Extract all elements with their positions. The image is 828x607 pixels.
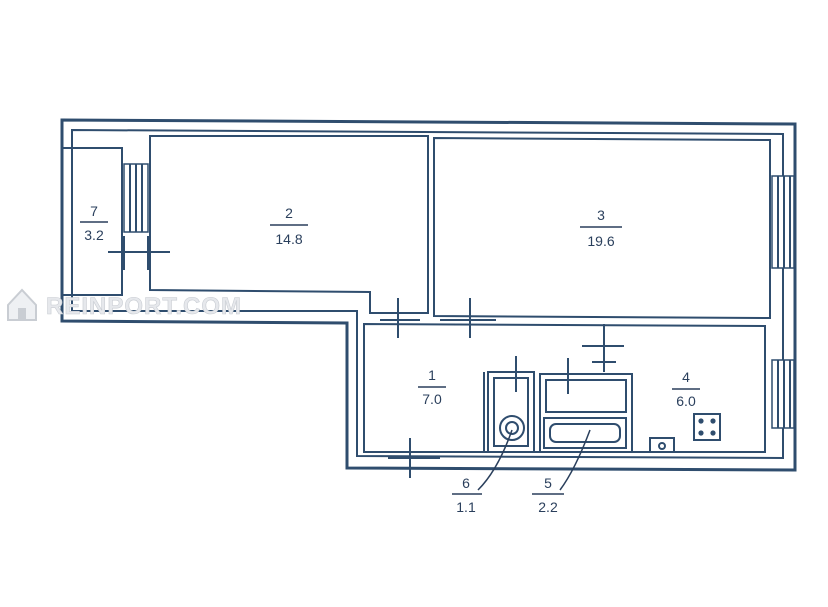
watermark: REINPORT.COM <box>7 288 242 321</box>
room-2-walls <box>149 135 429 314</box>
room-area: 14.8 <box>275 231 302 247</box>
room-number: 3 <box>597 207 605 223</box>
room-area: 1.1 <box>456 499 476 515</box>
room-number: 7 <box>90 203 98 219</box>
room-1-walls <box>363 322 766 453</box>
house-icon <box>7 288 37 321</box>
room-number: 6 <box>462 475 470 491</box>
room-area: 19.6 <box>587 233 614 249</box>
room-number: 1 <box>428 367 436 383</box>
leaders <box>477 429 591 491</box>
room-label-4: 4 6.0 <box>672 369 700 409</box>
room-area: 2.2 <box>538 499 558 515</box>
room-label-7: 7 3.2 <box>80 203 108 243</box>
room-3-walls <box>433 136 771 320</box>
room-label-2: 2 14.8 <box>270 205 308 247</box>
windows <box>123 163 795 429</box>
room-label-3: 3 19.6 <box>580 207 622 249</box>
fixtures <box>499 413 721 453</box>
wet-rooms <box>487 371 633 453</box>
room-label-5: 5 2.2 <box>532 475 564 515</box>
room-label-6: 6 1.1 <box>452 475 482 515</box>
stove-icon <box>693 413 721 441</box>
watermark-text: REINPORT.COM <box>46 293 242 320</box>
room-area: 3.2 <box>84 227 104 243</box>
outer-walls <box>60 118 797 472</box>
room-number: 5 <box>544 475 552 491</box>
room-number: 2 <box>285 205 293 221</box>
doors <box>108 236 624 478</box>
room-number: 4 <box>682 369 690 385</box>
room-label-1: 1 7.0 <box>418 367 446 407</box>
room-area: 6.0 <box>676 393 696 409</box>
room-7-walls <box>62 147 123 296</box>
room-area: 7.0 <box>422 391 442 407</box>
